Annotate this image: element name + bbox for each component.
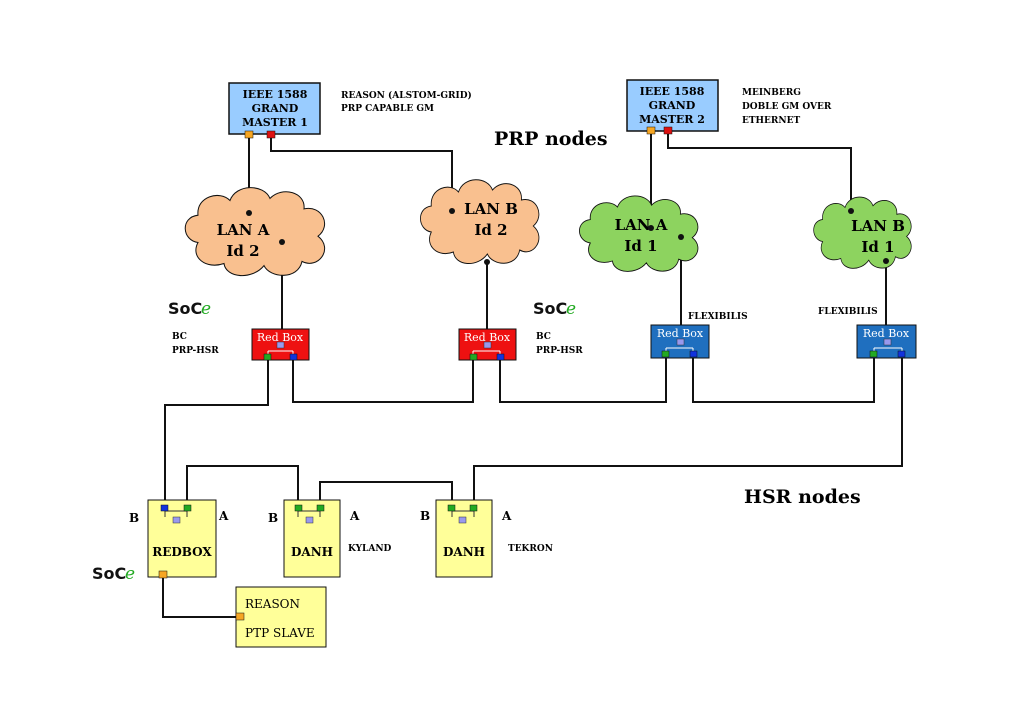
prp-nodes-heading: PRP nodes [494,128,608,150]
bc-label-1-line-2: PRP-HSR [172,346,219,356]
bc-label-1-line-1: BC [172,332,187,342]
cloud-lan-a-id2: LAN A Id 2 [184,187,326,277]
hsr-device-3-port-b: B [420,509,430,523]
cloud-lan-a-id1: LAN A Id 1 [579,195,699,272]
red-box-2-label: Red Box [464,331,511,344]
gm1-line-3: MASTER 1 [242,116,308,129]
hsr-device-2-port-b: B [268,511,278,525]
cloud-4-line-1: LAN B [851,217,905,235]
wire-hsr-2 [319,481,453,507]
hsr-device-3-vendor: TEKRON [508,544,553,554]
bc-label-2-line-2: PRP-HSR [536,346,583,356]
connection-lines [162,133,903,618]
gm1-note-1: REASON (ALSTOM-GRID) [341,90,472,101]
hsr-device-2-vendor: KYLAND [348,544,392,554]
gm1-port-a [244,130,254,139]
cloud-3-line-1: LAN A [615,216,668,234]
cloud-1-line-2: Id 2 [226,242,259,260]
hsr-device-2-label: DANH [291,545,333,559]
red-box-1: Red Box [251,328,310,361]
hsr-device-1-label: REDBOX [152,545,212,559]
hsr-nodes-heading: HSR nodes [744,486,861,508]
soce-logo-2: SoC e [533,299,576,319]
wire-redbox1-hsr [164,357,269,507]
wire-hsr-1 [186,465,299,507]
soce-logo-2-accent: e [566,299,576,319]
gm1-line-2: GRAND [252,102,299,115]
gm2-note-2: DOBLE GM OVER [742,102,832,112]
hsr-device-3-label: DANH [443,545,485,559]
gm2-port-a [646,126,656,135]
gm1-line-1: IEEE 1588 [243,88,308,101]
wire-gm2-lan-b [667,133,852,211]
soce-logo-1: SoC e [168,299,211,319]
red-box-2: Red Box [458,328,517,361]
cloud-2-line-2: Id 2 [474,221,507,239]
hsr-device-1-port-a: A [218,509,229,523]
wire-ring-1 [292,357,474,403]
hsr-device-danh-kyland: DANH [283,499,341,578]
ptp-slave-line-2: PTP SLAVE [245,626,315,640]
gm1-note-2: PRP CAPABLE GM [341,104,434,114]
gm2-port-b [663,126,673,135]
ptp-slave-line-1: REASON [245,597,300,611]
red-box-1-label: Red Box [257,331,304,344]
flexibilis-label-2: FLEXIBILIS [818,307,878,317]
grand-master-2: IEEE 1588 GRAND MASTER 2 [626,79,719,135]
cloud-connection-dots [246,208,889,265]
gm2-line-2: GRAND [649,99,696,112]
soce-logo-1-accent: e [201,299,211,319]
wire-gm1-lan-b [270,137,453,211]
cloud-3-line-2: Id 1 [624,237,657,255]
ptp-slave: REASON PTP SLAVE [235,586,327,648]
red-box-4: Red Box [856,324,917,359]
wire-redbox-slave [162,576,240,618]
cloud-lan-b-id2: LAN B Id 2 [419,179,540,265]
hsr-device-2-port-a: A [349,509,360,523]
soce-logo-3-text: SoC [92,564,126,583]
flexibilis-label-1: FLEXIBILIS [688,312,748,322]
gm2-line-1: IEEE 1588 [640,85,705,98]
soce-logo-3-accent: e [125,564,135,584]
hsr-device-1-port-b: B [129,511,139,525]
cloud-lan-b-id1: LAN B Id 1 [813,196,912,269]
cloud-1-line-1: LAN A [217,221,270,239]
soce-logo-3: SoC e [92,564,135,584]
hsr-device-redbox: REDBOX [147,499,217,579]
red-box-3: Red Box [650,324,710,359]
hsr-device-danh-tekron: DANH [435,499,493,578]
grand-master-1: IEEE 1588 GRAND MASTER 1 [228,82,321,139]
wire-ring-2 [499,357,667,403]
bc-label-2-line-1: BC [536,332,551,342]
gm2-note-1: MEINBERG [742,88,801,98]
gm2-note-3: ETHERNET [742,116,800,126]
soce-logo-2-text: SoC [533,299,567,318]
hsr-device-3-port-a: A [501,509,512,523]
wire-ring-3 [692,357,875,403]
gm2-line-3: MASTER 2 [639,113,705,126]
gm1-port-b [266,130,276,139]
wire-hsr-3 [473,357,903,507]
cloud-4-line-2: Id 1 [861,238,894,256]
red-box-4-label: Red Box [863,327,910,340]
soce-logo-1-text: SoC [168,299,202,318]
cloud-2-line-1: LAN B [464,200,518,218]
red-box-3-label: Red Box [657,327,704,340]
